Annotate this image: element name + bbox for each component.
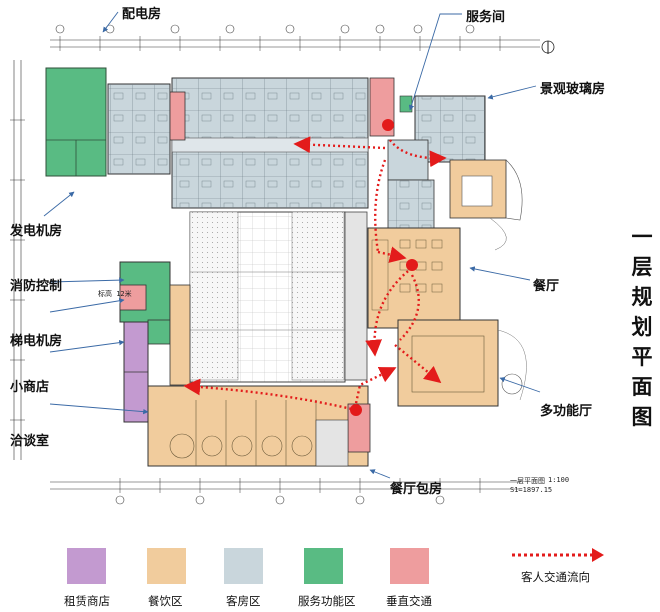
legend-swatch-guest-rooms	[224, 548, 263, 584]
north-arrow-icon	[541, 40, 555, 54]
legend-label-flow: 客人交通流向	[521, 570, 590, 584]
label-meeting-room: 洽谈室	[10, 434, 50, 449]
entry-points	[350, 119, 418, 416]
plan-area: S1=1897.15	[510, 486, 553, 494]
legend-swatch-service	[304, 548, 343, 584]
function-hall-zone	[397, 319, 499, 407]
legend-label-rental: 租赁商店	[64, 594, 110, 608]
label-fire-control: 消防控制	[10, 279, 63, 294]
label-glass-room: 景观玻璃房	[540, 82, 606, 97]
label-private-room: 餐厅包房	[390, 482, 443, 497]
label-generator-room: 发电机房	[10, 224, 63, 239]
callout-lines	[43, 11, 541, 479]
stair-top-left	[169, 91, 186, 141]
dimension-lines	[13, 39, 540, 490]
legend-swatch-vertical	[390, 548, 429, 584]
legend-label-guest-rooms: 客房区	[226, 594, 261, 608]
legend-label-dining: 餐饮区	[148, 594, 183, 608]
page-title: 一 层 规 划 平 面 图	[631, 224, 653, 429]
label-function-hall: 多功能厅	[540, 404, 593, 419]
legend-swatch-dining	[147, 548, 186, 584]
label-elevator-room: 梯电机房	[10, 334, 63, 349]
label-shop: 小商店	[10, 380, 50, 395]
label-power-room: 配电房	[122, 7, 162, 22]
legend-label-vertical: 垂直交通	[386, 594, 432, 608]
restaurant-zone	[367, 227, 461, 329]
label-restaurant: 餐厅	[533, 279, 560, 294]
plan-inner-note: 标高 12米	[98, 290, 132, 298]
guest-flow	[183, 136, 447, 412]
grid-axis-bubbles	[55, 24, 475, 505]
plan-scale: 1:100	[548, 476, 570, 484]
dimension-ticks	[10, 36, 501, 493]
legend-swatch-rental	[67, 548, 106, 584]
plan-drawing-name: 一层平面图	[510, 477, 545, 485]
stair-left	[119, 284, 147, 311]
label-service-room: 服务间	[466, 10, 506, 25]
legend-label-service: 服务功能区	[298, 594, 356, 608]
floor-plan	[10, 11, 555, 505]
